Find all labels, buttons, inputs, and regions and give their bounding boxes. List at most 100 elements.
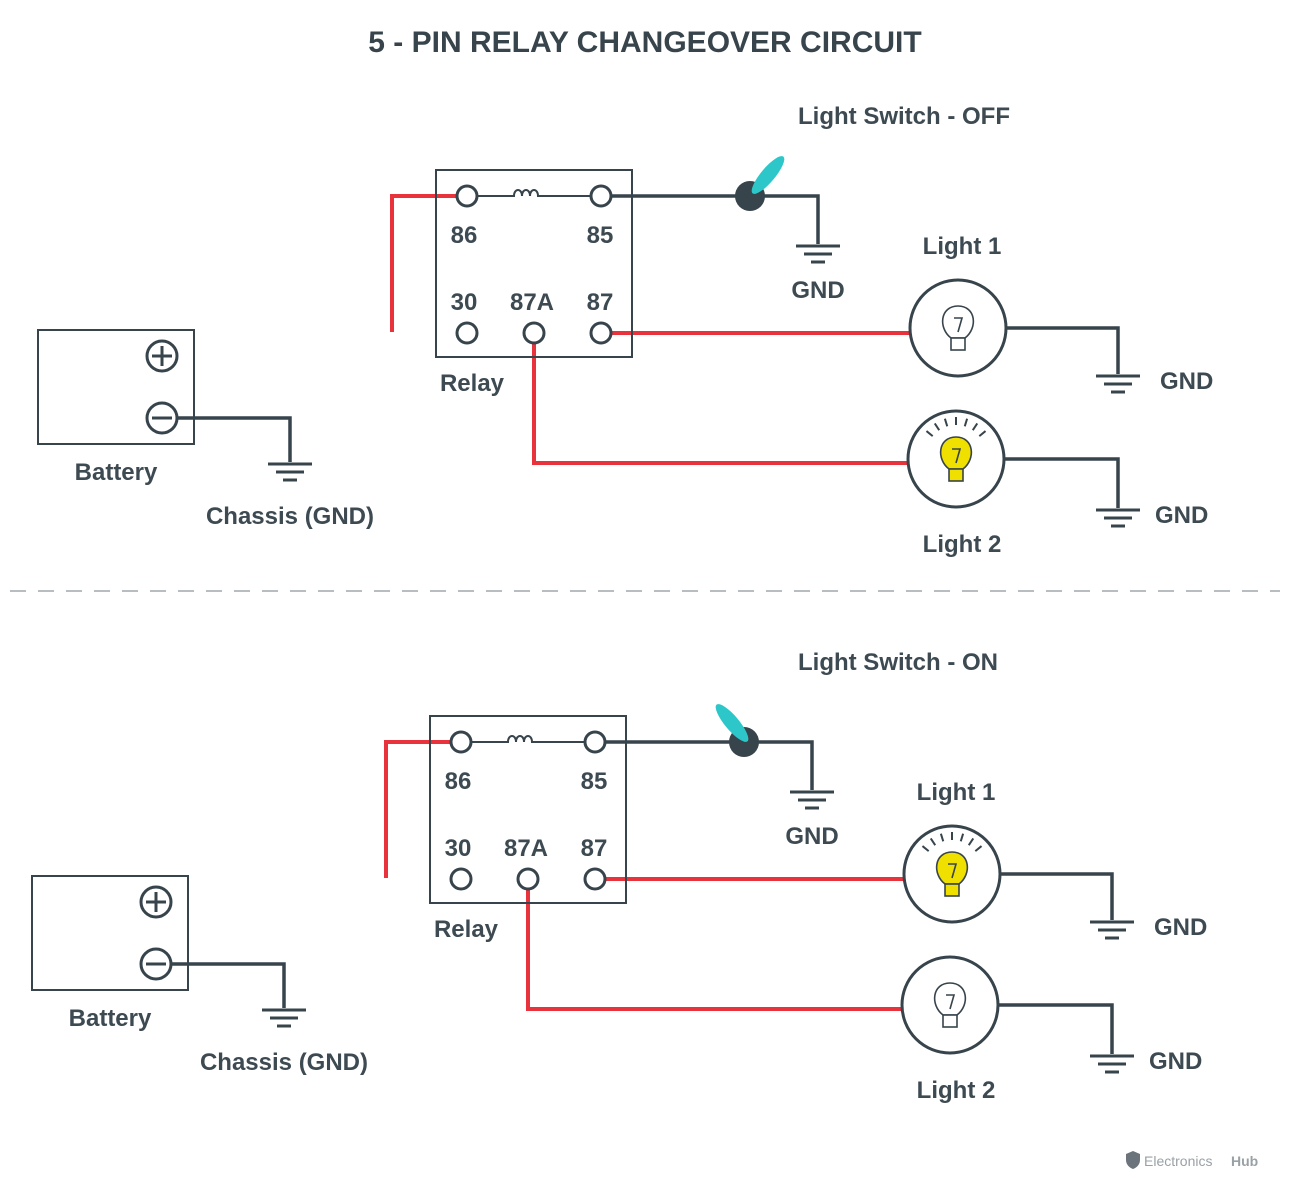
light-1 — [902, 824, 1002, 924]
battery-label: Battery — [69, 1005, 152, 1032]
wire-coil-feed — [390, 194, 467, 332]
wire-coil-switch — [601, 194, 820, 244]
pin-87 — [589, 321, 613, 345]
battery-box — [37, 329, 195, 445]
light-2-ground-icon — [1090, 1054, 1134, 1074]
wire-pin87a-light2 — [532, 333, 910, 465]
battery-box — [31, 875, 189, 991]
relay-label: Relay — [434, 916, 499, 943]
light-ray — [929, 837, 937, 846]
light-ray — [967, 837, 975, 846]
wire-light1-ground — [1000, 872, 1114, 920]
light-ray — [939, 833, 945, 842]
battery-label: Battery — [75, 459, 158, 486]
light-ray — [925, 430, 934, 437]
light-ray — [971, 422, 979, 431]
pin-85-label: 85 — [587, 222, 614, 249]
light-1-ground-icon — [1090, 920, 1134, 940]
pin-30 — [455, 321, 479, 345]
relay-coil-icon — [477, 189, 591, 197]
pin-87a — [522, 321, 546, 345]
light-2-ground-icon — [1096, 508, 1140, 528]
watermark-brand-bold: Hub — [1231, 1153, 1258, 1169]
light-switch-icon — [715, 704, 759, 757]
light-2-gnd-label: GND — [1155, 502, 1208, 529]
chassis-ground-icon — [262, 1008, 306, 1028]
light-ray — [974, 845, 983, 852]
bulb-icon — [939, 436, 973, 470]
pin-86 — [449, 730, 473, 754]
wire-battery-positive — [172, 878, 461, 902]
watermark-brand: Electronics — [1144, 1153, 1212, 1169]
wire-light1-ground — [1006, 326, 1120, 374]
pin-87-label: 87 — [587, 289, 614, 316]
light-ray — [933, 422, 941, 431]
wire-battery-positive — [178, 332, 467, 356]
switch-ground-icon — [790, 790, 834, 810]
wire-coil-feed — [384, 740, 461, 878]
pin-30 — [449, 867, 473, 891]
pin-85 — [583, 730, 607, 754]
bulb-base — [942, 1014, 958, 1028]
light-1-label: Light 1 — [917, 779, 996, 806]
bulb-icon — [941, 305, 975, 339]
pin-85-label: 85 — [581, 768, 608, 795]
diagram-title: 5 - PIN RELAY CHANGEOVER CIRCUIT — [368, 26, 921, 59]
pin-85 — [589, 184, 613, 208]
bulb-filament — [946, 994, 956, 1010]
bulb-filament — [954, 317, 964, 333]
wire-light2-ground — [1004, 457, 1120, 508]
switch-lever — [715, 704, 749, 742]
bulb-base — [944, 883, 960, 897]
bulb-filament — [948, 863, 958, 879]
light-ray — [978, 430, 987, 437]
wire-coil-switch — [595, 740, 814, 790]
bulb-icon — [933, 982, 967, 1016]
relay-box — [435, 169, 633, 358]
switch-gnd-label: GND — [785, 823, 838, 850]
pin-30-label: 30 — [445, 835, 472, 862]
pin-86-label: 86 — [445, 768, 472, 795]
pin-86-label: 86 — [451, 222, 478, 249]
light-2 — [906, 409, 1006, 509]
chassis-label: Chassis (GND) — [200, 1049, 368, 1076]
pin-87-label: 87 — [581, 835, 608, 862]
wire-light2-ground — [998, 1003, 1114, 1054]
light-ray — [963, 418, 969, 427]
plus-icon — [146, 892, 166, 912]
light-2 — [900, 955, 1000, 1055]
bulb-base — [948, 468, 964, 482]
switch-gnd-label: GND — [791, 277, 844, 304]
wire-battery-negative — [172, 962, 286, 1008]
relay-box — [429, 715, 627, 904]
pin-30-label: 30 — [451, 289, 478, 316]
plus-icon — [152, 346, 172, 366]
light-ray — [921, 845, 930, 852]
wire-battery-negative — [178, 416, 292, 462]
relay-coil-icon — [471, 735, 585, 743]
bulb-base — [950, 337, 966, 351]
chassis-label: Chassis (GND) — [206, 503, 374, 530]
light-2-gnd-label: GND — [1149, 1048, 1202, 1075]
pin-87a-label: 87A — [510, 289, 554, 316]
light-2-label: Light 2 — [923, 531, 1002, 558]
pin-86 — [455, 184, 479, 208]
switch-label: Light Switch - OFF — [798, 103, 1010, 130]
watermark: Electronics Hub — [1126, 1151, 1258, 1169]
bulb-icon — [935, 851, 969, 885]
pin-87a — [516, 867, 540, 891]
light-2-label: Light 2 — [917, 1077, 996, 1104]
light-1-gnd-label: GND — [1154, 914, 1207, 941]
switch-label: Light Switch - ON — [798, 649, 998, 676]
wire-pin87a-light2 — [526, 879, 904, 1011]
switch-lever — [751, 156, 785, 194]
pin-87a-label: 87A — [504, 835, 548, 862]
light-1-ground-icon — [1096, 374, 1140, 394]
light-1-gnd-label: GND — [1160, 368, 1213, 395]
light-ray — [943, 418, 949, 427]
bulb-filament — [952, 448, 962, 464]
light-ray — [959, 833, 965, 842]
switch-ground-icon — [796, 244, 840, 264]
